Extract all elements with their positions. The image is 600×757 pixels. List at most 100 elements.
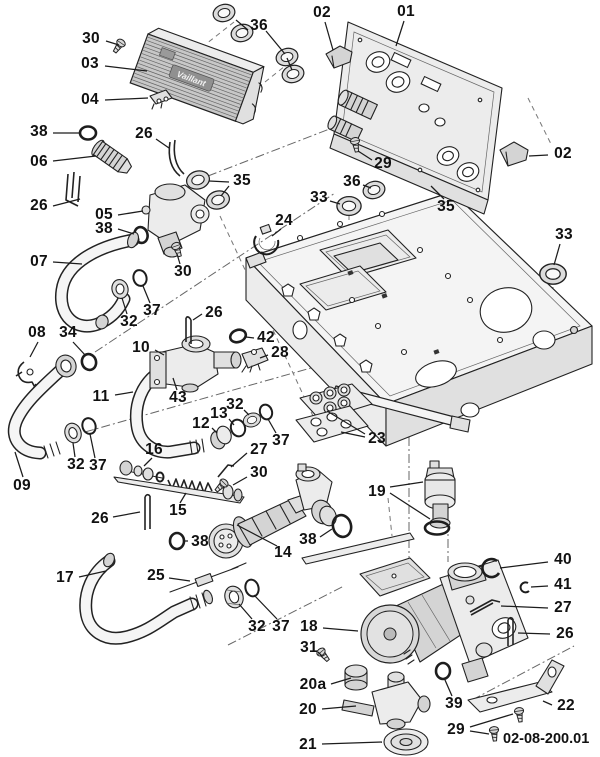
- leader-line: [321, 741, 383, 745]
- part-24-clamp: [253, 223, 280, 256]
- drawing-number: 02-08-200.01: [503, 731, 590, 747]
- part-26-clip-a: [168, 139, 185, 177]
- leader-line: [253, 594, 278, 620]
- leader-line: [321, 705, 357, 710]
- part-19-air-vent: [301, 460, 456, 565]
- leader-line: [72, 442, 76, 458]
- part-01-mounting-plate: [327, 21, 503, 215]
- leader-line: [112, 511, 141, 518]
- leader-line: [324, 21, 334, 51]
- part-37-ring-17: [244, 578, 260, 598]
- leader-line: [499, 561, 549, 569]
- part-38-oring-c: [168, 531, 186, 551]
- part-12-13-bushings: [210, 403, 274, 450]
- part-14-diverter-valve: [208, 463, 337, 559]
- leader-line: [238, 603, 253, 620]
- part-26-clip-b: [65, 171, 81, 207]
- leader-line: [245, 336, 255, 339]
- part-20a-cap: [344, 664, 368, 691]
- part-26-clip-c: [185, 316, 192, 344]
- leader-line: [211, 427, 218, 434]
- part-33-grommet-right: [539, 263, 567, 285]
- leader-line: [104, 97, 149, 101]
- part-06-filter: [91, 139, 132, 174]
- leader-line: [143, 457, 153, 467]
- leader-lines: [14, 19, 561, 745]
- part-09-pipe: [7, 354, 77, 460]
- leader-line: [155, 138, 170, 149]
- leader-line: [104, 65, 148, 72]
- leader-line: [395, 20, 405, 47]
- part-17-pipe: [79, 552, 214, 645]
- leader-line: [430, 185, 445, 200]
- leader-line: [319, 528, 333, 538]
- part-18-pump: [359, 557, 529, 683]
- leader-line: [286, 57, 293, 71]
- leader-line: [530, 585, 549, 588]
- part-38-oring-a: [78, 125, 98, 141]
- leader-line: [236, 524, 278, 547]
- part-02-clip-right: [499, 141, 529, 167]
- part-33-grommet-left: [336, 195, 362, 217]
- leader-line: [444, 679, 453, 697]
- leader-line: [330, 677, 352, 685]
- part-42-oring: [228, 328, 248, 344]
- leader-line: [168, 577, 191, 582]
- part-15-lever-arm: [113, 476, 245, 504]
- leader-line: [121, 297, 128, 315]
- leader-line: [265, 30, 286, 55]
- leader-line: [52, 155, 97, 162]
- leader-line: [267, 418, 277, 434]
- leader-line: [553, 243, 561, 266]
- part-30-screw-a: [110, 37, 128, 56]
- part-07-pipe: [54, 231, 140, 333]
- part-21-gauge: [383, 728, 429, 756]
- leader-line: [317, 651, 323, 657]
- part-40-oring: [481, 557, 501, 579]
- part-03-heat-exchanger: Vaillant: [129, 27, 265, 125]
- leader-line: [235, 19, 249, 31]
- leader-line: [52, 261, 83, 265]
- leader-line: [326, 410, 366, 435]
- leader-line: [208, 180, 230, 183]
- part-23-plates: [295, 383, 373, 443]
- leader-line: [542, 700, 553, 706]
- part-37-ring-b: [132, 269, 148, 287]
- part-26-clip-d: [144, 493, 151, 530]
- leader-line: [243, 409, 250, 416]
- part-25-probe: [169, 562, 247, 593]
- part-32-nut-09: [64, 422, 82, 444]
- leader-line: [172, 377, 178, 391]
- leader-line: [469, 713, 514, 728]
- part-28-microswitch: [241, 347, 269, 373]
- leader-line: [389, 492, 431, 520]
- leader-line: [500, 605, 549, 609]
- leader-line: [228, 418, 235, 426]
- part-34-oring: [80, 352, 98, 372]
- leader-line: [105, 40, 120, 46]
- part-02-clip-left: [325, 45, 353, 69]
- leader-line: [528, 154, 549, 157]
- leader-line: [362, 184, 372, 189]
- part-31-screw: [314, 645, 333, 664]
- part-32-nut-17: [224, 585, 244, 609]
- leader-line: [114, 391, 134, 396]
- part-26-clip-e: [507, 616, 514, 646]
- leader-line: [329, 200, 341, 205]
- leader-line: [271, 228, 282, 237]
- part-29-screw-b1: [513, 706, 526, 724]
- leader-line: [192, 313, 203, 321]
- leader-line: [232, 476, 248, 486]
- leader-line: [340, 431, 366, 438]
- leader-line: [72, 341, 87, 357]
- leader-line: [389, 481, 424, 488]
- part-05-hydraulic-head: [141, 183, 210, 258]
- leader-line: [322, 627, 359, 632]
- leader-line: [117, 210, 144, 216]
- leader-line: [469, 730, 490, 735]
- leader-line: [179, 492, 187, 504]
- leader-line: [220, 185, 230, 197]
- leader-line: [29, 341, 39, 358]
